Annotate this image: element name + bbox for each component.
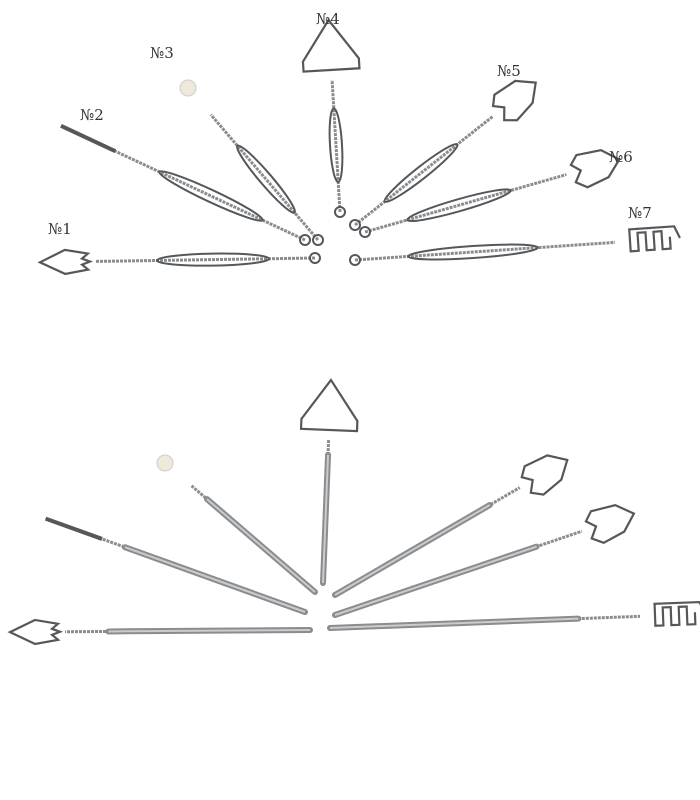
label-no1: №1 xyxy=(48,220,72,238)
label-no5: №5 xyxy=(497,62,521,80)
instrument-head xyxy=(179,79,197,97)
label-no6: №6 xyxy=(609,148,633,166)
rod-highlight xyxy=(108,629,311,633)
instrument-head xyxy=(569,149,621,189)
rod-highlight xyxy=(329,617,579,629)
instrument-head xyxy=(156,454,174,472)
rod-highlight xyxy=(206,498,316,593)
end-ring xyxy=(334,206,346,218)
label-no2: №2 xyxy=(80,106,104,124)
paddle-head xyxy=(491,79,537,122)
ball-tip xyxy=(156,454,174,472)
zigzag-head xyxy=(628,225,681,253)
instrument-4 xyxy=(299,378,359,586)
end-ring xyxy=(299,234,311,246)
instrument-head xyxy=(628,225,681,253)
label-no4: №4 xyxy=(316,10,340,28)
paddle-head xyxy=(584,503,636,545)
rod-highlight xyxy=(334,504,491,596)
instrument-5 xyxy=(349,79,537,231)
wire-handle-loop xyxy=(155,252,271,267)
twisted-shaft xyxy=(94,256,316,263)
instrument-5 xyxy=(332,454,569,598)
rod-tip xyxy=(60,123,117,154)
wire-handle-loop xyxy=(236,144,296,214)
twisted-shaft xyxy=(209,113,320,241)
ball-tip xyxy=(179,79,197,97)
label-no7: №7 xyxy=(628,204,652,222)
end-ring xyxy=(359,226,371,238)
instrument-head xyxy=(299,378,359,433)
instrument-2 xyxy=(60,123,311,246)
wire-handle-loop xyxy=(407,243,539,261)
end-ring xyxy=(312,234,324,246)
instrument-head xyxy=(44,516,103,541)
instrument-3 xyxy=(156,454,318,595)
instrument-7 xyxy=(349,225,681,266)
twisted-shaft xyxy=(329,614,641,630)
instrument-head xyxy=(520,454,569,496)
wire-handle-loop xyxy=(328,107,344,183)
instrument-1 xyxy=(37,248,321,276)
twisted-shaft xyxy=(101,143,306,242)
wire-handle-loop xyxy=(383,143,459,203)
rod-highlight xyxy=(322,454,330,584)
end-ring xyxy=(309,252,321,264)
paddle-head xyxy=(520,454,569,496)
instrument-3 xyxy=(179,79,324,246)
loop-head xyxy=(7,618,64,646)
instrument-1 xyxy=(7,618,313,646)
label-no3: №3 xyxy=(150,44,174,62)
wire-instruments-set xyxy=(37,18,681,276)
instrument-head xyxy=(7,618,64,646)
instrument-head xyxy=(37,248,94,276)
loop-head xyxy=(37,248,94,276)
frame-head xyxy=(301,18,361,73)
paddle-head xyxy=(569,149,621,189)
frame-head xyxy=(299,378,359,433)
rod-highlight xyxy=(334,545,537,616)
wire-handle-loop xyxy=(406,188,512,223)
twisted-shaft xyxy=(354,115,494,227)
twisted-shaft xyxy=(364,173,567,234)
end-ring xyxy=(349,254,361,266)
instrument-head xyxy=(60,123,117,154)
zigzag-head xyxy=(653,600,700,627)
instrument-7 xyxy=(327,600,700,631)
instrument-4 xyxy=(301,18,361,218)
wire-handle-loop xyxy=(158,170,264,222)
instrument-6 xyxy=(359,149,621,238)
instrument-head xyxy=(653,600,700,627)
rod-instruments-set xyxy=(7,378,700,646)
instrument-6 xyxy=(332,503,636,618)
twisted-shaft xyxy=(330,79,342,213)
instrument-2 xyxy=(44,516,308,615)
instrument-head xyxy=(301,18,361,73)
end-ring xyxy=(349,219,361,231)
rod-tip xyxy=(44,516,103,541)
instrument-head xyxy=(584,503,636,545)
twisted-shaft xyxy=(354,240,616,262)
instrument-head xyxy=(491,79,537,122)
rod-highlight xyxy=(124,546,306,613)
